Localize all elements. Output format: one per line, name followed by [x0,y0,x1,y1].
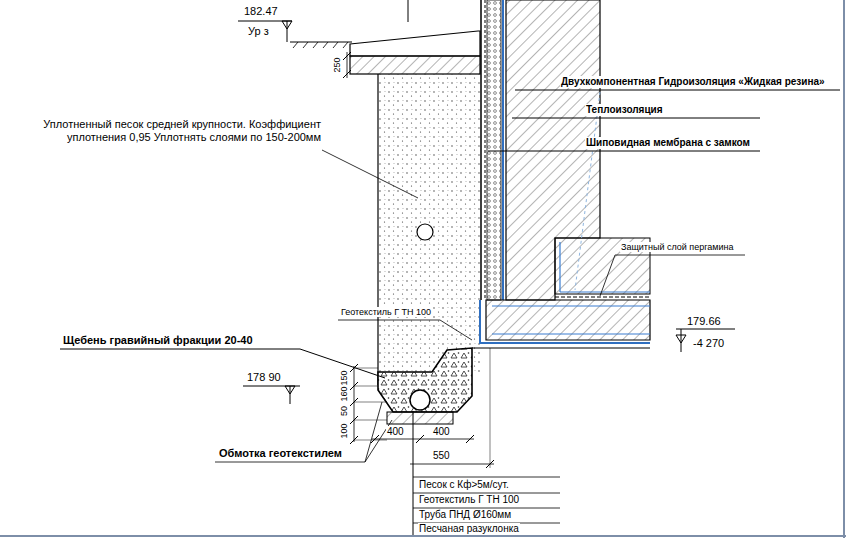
dimension: 250 [332,56,342,73]
guide-line [575,92,600,290]
sheet-frame [843,0,845,538]
elevation-leader [681,329,682,352]
waterproofing-turn [480,300,650,343]
leader-line [338,320,472,340]
callout-row: Песчаная разуклонка [418,523,520,535]
material-label: Щебень гравийный фракции 20-40 [62,334,254,347]
depth-mark: -4 270 [692,337,725,350]
ground-hatch [293,42,348,48]
insulation-layer [487,0,501,300]
foundation-slab [486,300,650,340]
dimension: 550 [432,450,451,462]
leader-line [600,255,745,296]
dimension: 100 [339,422,349,439]
dimension: 400 [386,426,405,438]
elevation-mark: 178 90 [246,371,282,384]
leader-line [322,150,418,198]
dimension: 50 [339,405,349,417]
elevation-mark: 179.66 [686,315,722,328]
leader-line [60,349,385,378]
dimension: 160 [339,385,349,402]
leader-line [512,118,760,119]
trench-wall [377,74,378,385]
level-mark: Ур з [247,25,270,38]
dimension-line [410,464,494,465]
drain-pipe [410,390,430,410]
liquid-rubber-layer [502,0,504,300]
ground-line [290,41,352,42]
callout-row: Труба ПНД Ø160мм [418,509,512,521]
sand-bedding [387,412,453,424]
leader-line [413,411,414,536]
extension-line [354,368,387,440]
gravel-drain [378,348,472,412]
elevation-leader [676,329,735,330]
axis-line [408,0,409,22]
elevation-mark: 182.47 [243,5,279,18]
layer-label: Геотекстиль Г ТН 100 [340,307,432,317]
rebar [559,242,560,292]
dimension-tick [350,364,358,444]
dimple-membrane [485,0,486,300]
extension-line [490,348,491,468]
gravel-ground [378,348,472,412]
dimension-tick [343,52,351,78]
dimension: 400 [432,426,451,438]
sand-backfill [378,74,480,372]
material-label: Обмотка геотекстилем [218,447,343,460]
leader-line [215,402,392,462]
layer-label: Теплоизоляция [585,104,664,116]
dimple-membrane [480,0,482,300]
callout-row: Геотекстиль Г ТН 100 [418,494,520,506]
sheet-frame [0,535,846,537]
marker-circle [417,224,433,240]
dimension: 150 [339,369,349,386]
leader-line [515,90,840,91]
elevation-leader [290,386,291,404]
leader-line [488,151,760,152]
material-note: Уплотненный песок средней крупности. Коэ… [8,118,322,143]
callout-row: Песок с Кф>5м/сут. [418,479,510,491]
rebar [492,333,650,334]
dimension-line [354,366,355,442]
elevation-leader [287,21,288,42]
dimension-line [372,439,474,440]
layer-label: Защитный слой пергамина [620,242,735,252]
layer-label: Двухкомпонентная Гидроизоляция «Жидкая р… [560,76,826,88]
blind-area-slab [350,31,480,56]
geotextile-layer [472,347,650,348]
pergamin-layer [555,297,650,298]
rebar [492,305,650,306]
layer-label: Шиповидная мембрана с замком [585,137,751,149]
rebar [560,291,650,292]
callout-rule [413,477,560,523]
blind-area-base [350,56,480,74]
